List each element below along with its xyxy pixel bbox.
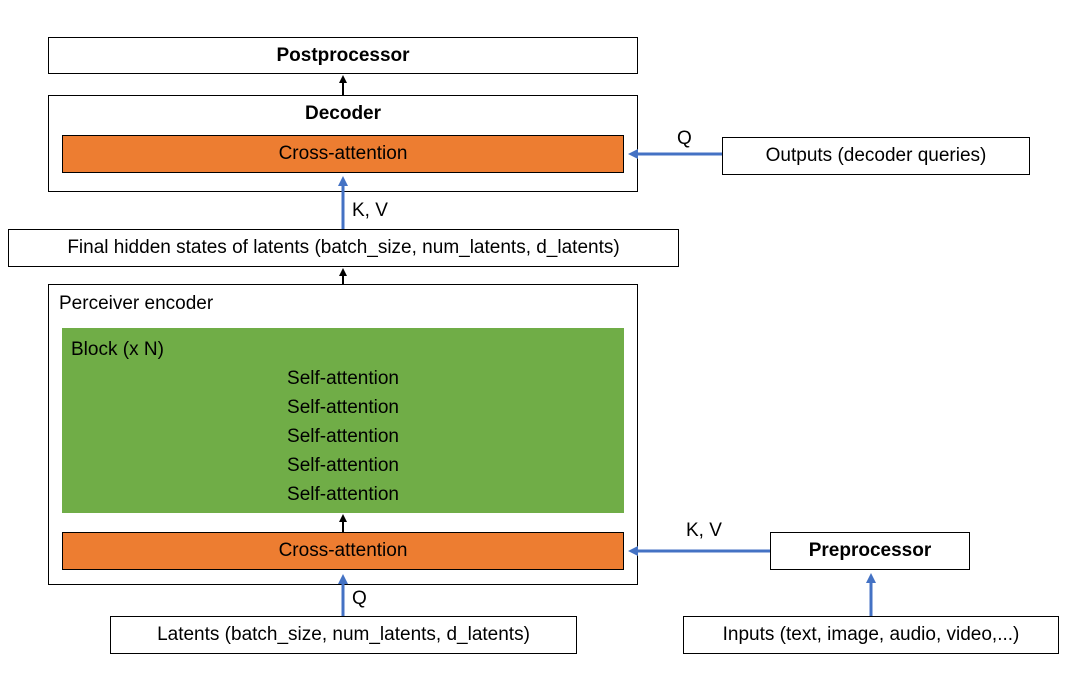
edge-label-kv-decoder: K, V: [352, 200, 388, 221]
final-hidden-states-label: Final hidden states of latents (batch_si…: [67, 237, 620, 258]
latents-box: Latents (batch_size, num_latents, d_late…: [110, 616, 577, 654]
edge-label-q-decoder: Q: [677, 128, 692, 149]
inputs-box: Inputs (text, image, audio, video,...): [683, 616, 1059, 654]
self-attention-stack: Self-attention Self-attention Self-atten…: [62, 364, 624, 509]
inputs-label: Inputs (text, image, audio, video,...): [722, 624, 1020, 645]
outputs-box: Outputs (decoder queries): [722, 137, 1030, 175]
self-attention-layer: Self-attention: [287, 484, 399, 505]
self-attention-block: Block (x N) Self-attention Self-attentio…: [62, 328, 624, 513]
self-attention-layer: Self-attention: [287, 368, 399, 389]
decoder-cross-attention-label: Cross-attention: [278, 143, 408, 164]
decoder-cross-attention: Cross-attention: [62, 135, 624, 173]
final-hidden-states-box: Final hidden states of latents (batch_si…: [8, 229, 679, 267]
encoder-cross-attention: Cross-attention: [62, 532, 624, 570]
block-title: Block (x N): [71, 339, 164, 360]
preprocessor-box: Preprocessor: [770, 532, 970, 570]
postprocessor-label: Postprocessor: [276, 44, 410, 66]
edge-label-kv-encoder: K, V: [686, 520, 722, 541]
encoder-cross-attention-label: Cross-attention: [278, 540, 408, 561]
self-attention-layer: Self-attention: [287, 455, 399, 476]
outputs-label: Outputs (decoder queries): [765, 145, 987, 166]
self-attention-layer: Self-attention: [287, 426, 399, 447]
latents-label: Latents (batch_size, num_latents, d_late…: [157, 624, 530, 645]
decoder-title: Decoder: [304, 103, 382, 124]
encoder-title: Perceiver encoder: [59, 293, 214, 314]
edge-label-q-encoder: Q: [352, 588, 367, 609]
preprocessor-label: Preprocessor: [808, 540, 932, 561]
postprocessor-box: Postprocessor: [48, 37, 638, 74]
self-attention-layer: Self-attention: [287, 397, 399, 418]
